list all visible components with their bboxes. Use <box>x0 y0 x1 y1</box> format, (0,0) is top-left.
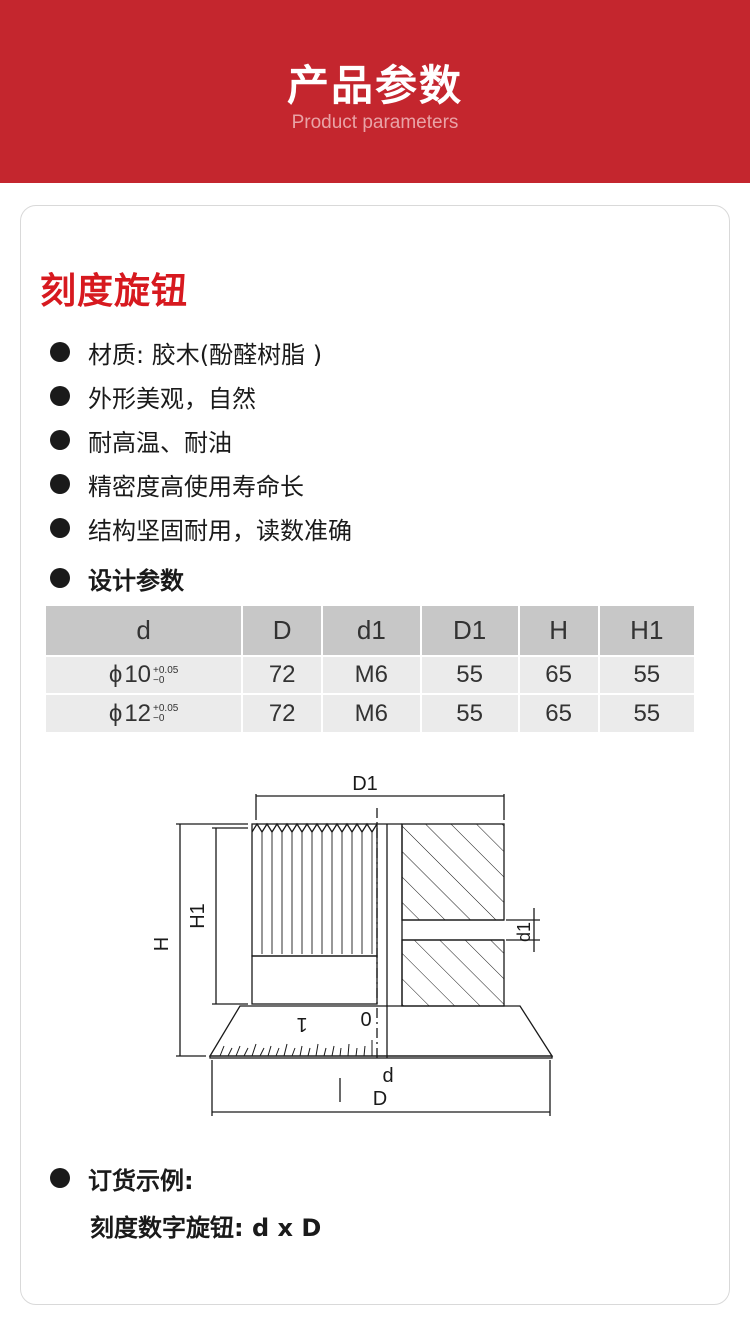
feature-item: 精密度高使用寿命长 <box>50 469 304 501</box>
bullet-icon <box>50 474 70 494</box>
bullet-icon <box>50 518 70 538</box>
d-value: 12 <box>124 699 152 727</box>
table-heading-text: 设计参数 <box>88 566 184 595</box>
label-H1: H1 <box>187 903 209 929</box>
bullet-icon <box>50 386 70 406</box>
table-heading: 设计参数 <box>50 563 184 595</box>
feature-item: 耐高温、耐油 <box>50 425 232 457</box>
col-header: H1 <box>598 606 694 656</box>
bullet-icon <box>50 568 70 588</box>
header-banner: 产品参数 Product parameters <box>0 0 750 183</box>
order-heading-text: 订货示例: <box>88 1166 194 1195</box>
table-row: ϕ12+0.05−0 72 M6 55 65 55 <box>46 693 694 732</box>
label-d: d <box>382 1065 393 1087</box>
cell-D1: 55 <box>420 655 520 694</box>
feature-text: 外形美观，自然 <box>88 384 256 413</box>
label-scale-0: 0 <box>360 1009 371 1031</box>
table-header-row: d D d1 D1 H H1 <box>46 606 694 656</box>
tol-upper: +0.05 <box>153 703 179 715</box>
cell-D: 72 <box>242 655 324 694</box>
cell-d1: M6 <box>322 655 422 694</box>
bullet-icon <box>50 1168 70 1188</box>
feature-item: 外形美观，自然 <box>50 381 256 413</box>
page-title: 产品参数 <box>286 61 463 110</box>
phi-symbol: ϕ <box>108 699 123 727</box>
label-H: H <box>151 937 173 951</box>
label-scale-1: 1 <box>296 1013 307 1035</box>
feature-text: 结构坚固耐用，读数准确 <box>88 516 352 545</box>
d-value: 10 <box>124 661 152 688</box>
tol-lower: −0 <box>153 674 165 686</box>
phi-symbol: ϕ <box>108 661 123 688</box>
cell-d1: M6 <box>322 693 422 732</box>
knob-drawing-svg: D1 H H1 d1 0 1 d D <box>151 773 554 1116</box>
col-header: D <box>242 606 324 656</box>
cell-D1: 55 <box>420 693 520 732</box>
order-heading: 订货示例: <box>50 1163 194 1195</box>
technical-drawing: D1 H H1 d1 0 1 d D <box>140 768 580 1128</box>
feature-text: 精密度高使用寿命长 <box>88 472 304 501</box>
table-row: ϕ10+0.05−0 72 M6 55 65 55 <box>46 655 694 694</box>
feature-item: 结构坚固耐用，读数准确 <box>50 513 352 545</box>
tol-upper: +0.05 <box>153 664 179 676</box>
col-header: d1 <box>322 606 422 656</box>
label-D1: D1 <box>352 773 378 795</box>
cell-d: ϕ10+0.05−0 <box>46 655 244 694</box>
tolerance: +0.05−0 <box>153 704 178 724</box>
spec-table: d D d1 D1 H H1 ϕ10+0.05−0 72 M6 55 65 55… <box>46 606 694 732</box>
cell-H1: 55 <box>598 693 694 732</box>
page-subtitle: Product parameters <box>291 112 459 133</box>
label-D: D <box>373 1088 387 1110</box>
content-card <box>20 205 730 1305</box>
cell-H: 65 <box>518 693 600 732</box>
cell-H1: 55 <box>598 655 694 694</box>
bullet-icon <box>50 342 70 362</box>
label-d1: d1 <box>514 922 534 942</box>
cell-D: 72 <box>242 693 324 732</box>
feature-text: 耐高温、耐油 <box>88 428 232 457</box>
product-name: 刻度旋钮 <box>40 271 189 312</box>
col-header: H <box>518 606 600 656</box>
col-header: D1 <box>420 606 520 656</box>
tolerance: +0.05−0 <box>153 664 179 686</box>
feature-item: 材质: 胶木(酚醛树脂 ) <box>50 337 323 369</box>
cell-d: ϕ12+0.05−0 <box>46 693 244 732</box>
bullet-icon <box>50 430 70 450</box>
order-example: 刻度数字旋钮: d x D <box>90 1214 322 1242</box>
col-header: d <box>46 606 244 656</box>
feature-text: 材质: 胶木(酚醛树脂 ) <box>88 340 323 369</box>
cell-H: 65 <box>518 655 600 694</box>
tol-lower: −0 <box>153 713 165 725</box>
